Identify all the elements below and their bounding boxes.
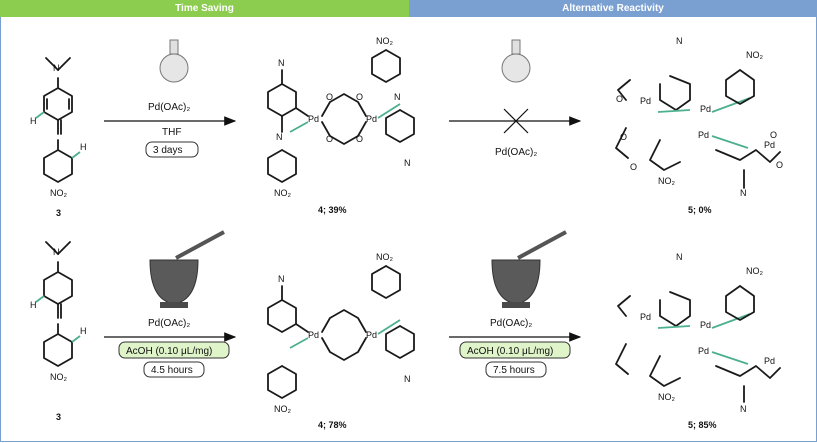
compound-3-label: 3 [56,208,61,218]
no2-label: NO₂ [50,188,68,198]
svg-text:Pd: Pd [640,312,651,322]
svg-text:O: O [630,162,637,172]
svg-text:O: O [616,94,623,104]
svg-text:O: O [356,134,363,144]
svg-text:Pd: Pd [700,104,711,114]
syringe-icon [517,230,567,260]
svg-text:NO₂: NO₂ [746,266,764,276]
svg-text:NO₂: NO₂ [274,188,292,198]
row2-time2-box [485,361,547,378]
compound-5-row2: N NO₂ Pd Pd Pd Pd NO₂ N [615,252,781,414]
row1-product5: 5; 0% [688,205,712,215]
svg-text:N: N [676,252,683,262]
row1-product4: 4; 39% [318,205,347,215]
svg-text:Pd: Pd [700,320,711,330]
svg-text:Pd: Pd [366,114,377,124]
svg-text:NO₂: NO₂ [746,50,764,60]
svg-text:N: N [404,374,411,384]
svg-text:O: O [770,130,777,140]
svg-text:O: O [620,132,627,142]
row2-time2: 7.5 hours [493,365,535,376]
svg-text:N: N [740,404,747,414]
compound-4-row2: N Pd NO₂ Pd NO₂ N [267,252,415,414]
row2-additive2-box [459,341,571,359]
flask-icon [501,39,531,83]
svg-text:N: N [676,36,683,46]
flask-icon [159,39,189,83]
svg-text:NO₂: NO₂ [50,372,68,382]
svg-text:N: N [404,158,411,168]
svg-text:H: H [30,300,37,310]
svg-text:NO₂: NO₂ [376,36,394,46]
svg-text:N: N [276,132,283,142]
svg-text:O: O [326,92,333,102]
svg-text:O: O [326,134,333,144]
svg-text:H: H [80,326,87,336]
banner-time-saving: Time Saving [0,0,409,17]
svg-text:O: O [356,92,363,102]
row2-reagent2: Pd(OAc)₂ [490,318,532,329]
svg-text:N: N [740,188,747,198]
svg-text:NO₂: NO₂ [376,252,394,262]
row2-additive-box [118,341,230,359]
svg-text:Pd: Pd [764,356,775,366]
svg-text:NO₂: NO₂ [274,404,292,414]
row2-product4: 4; 78% [318,420,347,430]
svg-text:Pd: Pd [308,330,319,340]
mortar-icon [491,259,541,308]
row2-additive2: AcOH (0.10 μL/mg) [467,346,553,357]
nme2-label: N [53,63,60,73]
row1-reagent: Pd(OAc)₂ [148,102,190,113]
svg-text:Pd: Pd [308,114,319,124]
row1-time: 3 days [153,145,182,156]
row2-time1: 4.5 hours [151,365,193,376]
row2-reagent: Pd(OAc)₂ [148,318,190,329]
svg-text:Pd: Pd [366,330,377,340]
svg-text:Pd: Pd [698,346,709,356]
compound-3-label: 3 [56,412,61,422]
row1-time-box [145,141,199,158]
row1-solvent: THF [162,127,181,138]
svg-text:NO₂: NO₂ [658,392,676,402]
row2-product5: 5; 85% [688,420,717,430]
row1-reagent2: Pd(OAc)₂ [495,147,537,158]
compound-5-row1: N NO₂ O Pd Pd Pd Pd O O O O NO₂ N [615,36,783,198]
svg-text:N: N [53,247,60,257]
no-reaction-cross-icon [503,108,529,134]
svg-text:NO₂: NO₂ [658,176,676,186]
svg-text:N: N [278,58,285,68]
banner-alternative-reactivity: Alternative Reactivity [409,0,817,17]
compound-3-row2: N H H NO₂ 3 [30,241,87,422]
svg-text:N: N [278,274,285,284]
svg-text:Pd: Pd [640,96,651,106]
svg-text:N: N [394,92,401,102]
compound-4-row1: N Pd N NO₂ O O O O Pd NO₂ N N [267,36,415,198]
svg-text:H: H [30,116,37,126]
compound-3-row1: N H H NO₂ 3 [30,57,87,218]
svg-text:H: H [80,142,87,152]
svg-text:O: O [776,160,783,170]
row2-time-box [143,361,205,378]
svg-text:Pd: Pd [764,140,775,150]
mortar-icon [149,259,199,308]
syringe-icon [175,230,225,260]
row2-additive: AcOH (0.10 μL/mg) [126,346,212,357]
svg-text:Pd: Pd [698,130,709,140]
